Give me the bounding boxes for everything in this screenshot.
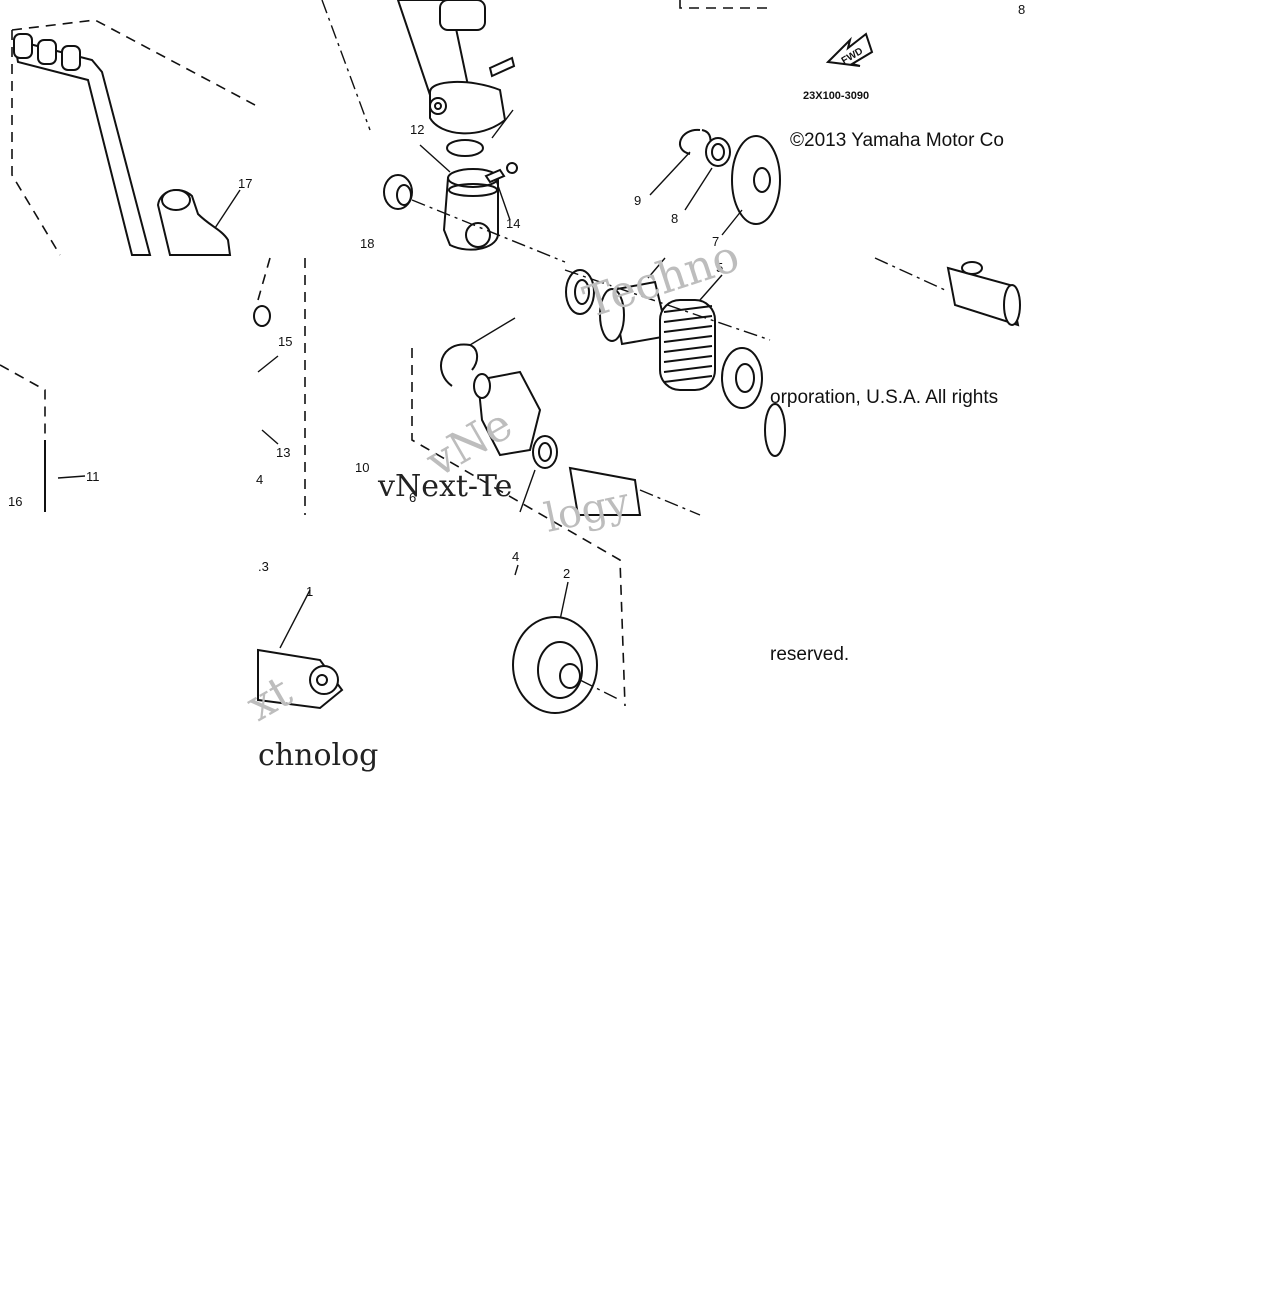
kick-crank-group	[321, 0, 566, 263]
callout-8a: 8	[1018, 2, 1025, 17]
callout-11: 11	[86, 469, 100, 484]
callout-4b: 4	[512, 549, 519, 564]
gear-7	[731, 135, 781, 225]
watermark-6: logy	[541, 479, 634, 542]
callout-15: 15	[278, 334, 292, 349]
kick-shaft-part	[476, 370, 542, 457]
spring-5	[659, 299, 716, 391]
callout-12: 12	[410, 122, 424, 137]
callout-7: 7	[712, 234, 719, 249]
watermark-2: chnolog	[258, 738, 378, 773]
copyright-line-2: orporation, U.S.A. All rights	[770, 387, 998, 408]
callout-14: 14	[506, 216, 520, 231]
kick-lever-part	[12, 38, 152, 256]
callout-3: .3	[258, 559, 269, 574]
gear-2-group: reserved.	[512, 564, 849, 714]
callouts: 8 17 12 18 14 9 8 7 5 15 13 4 11 16 10 6…	[8, 2, 1025, 599]
kick-shaft-group	[253, 257, 771, 707]
diagram-code: 23X100-3090	[803, 90, 869, 102]
lower-shaft-group	[257, 589, 344, 710]
watermark-1: vNext-Te	[377, 469, 512, 504]
callout-10: 10	[355, 460, 369, 475]
callout-9: 9	[634, 193, 641, 208]
callout-13: 13	[276, 445, 290, 460]
callout-2: 2	[563, 566, 570, 581]
callout-17: 17	[238, 176, 252, 191]
callout-16: 16	[8, 494, 22, 509]
copyright-line-1: ©2013 Yamaha Motor Co	[790, 130, 1004, 151]
callout-18: 18	[360, 236, 374, 251]
shaft-right-group: orporation, U.S.A. All rights	[770, 257, 1021, 408]
watermarks: vNext-Te chnolog Techno xt vNe logy	[238, 231, 745, 773]
lower-left-frame	[0, 364, 86, 512]
callout-8b: 8	[671, 211, 678, 226]
callout-5: 5	[716, 260, 723, 275]
copyright-line-3: reserved.	[770, 644, 849, 665]
callout-6: 6	[409, 490, 416, 505]
idler-gear-group: FWD 23X100-3090 ©2013 Yamaha Motor Co	[649, 0, 1004, 236]
callout-4a: 4	[256, 472, 263, 487]
callout-1: 1	[306, 584, 313, 599]
fwd-arrow-icon: FWD	[825, 32, 874, 67]
kick-lever-group	[11, 19, 256, 256]
gear-2	[512, 616, 598, 714]
